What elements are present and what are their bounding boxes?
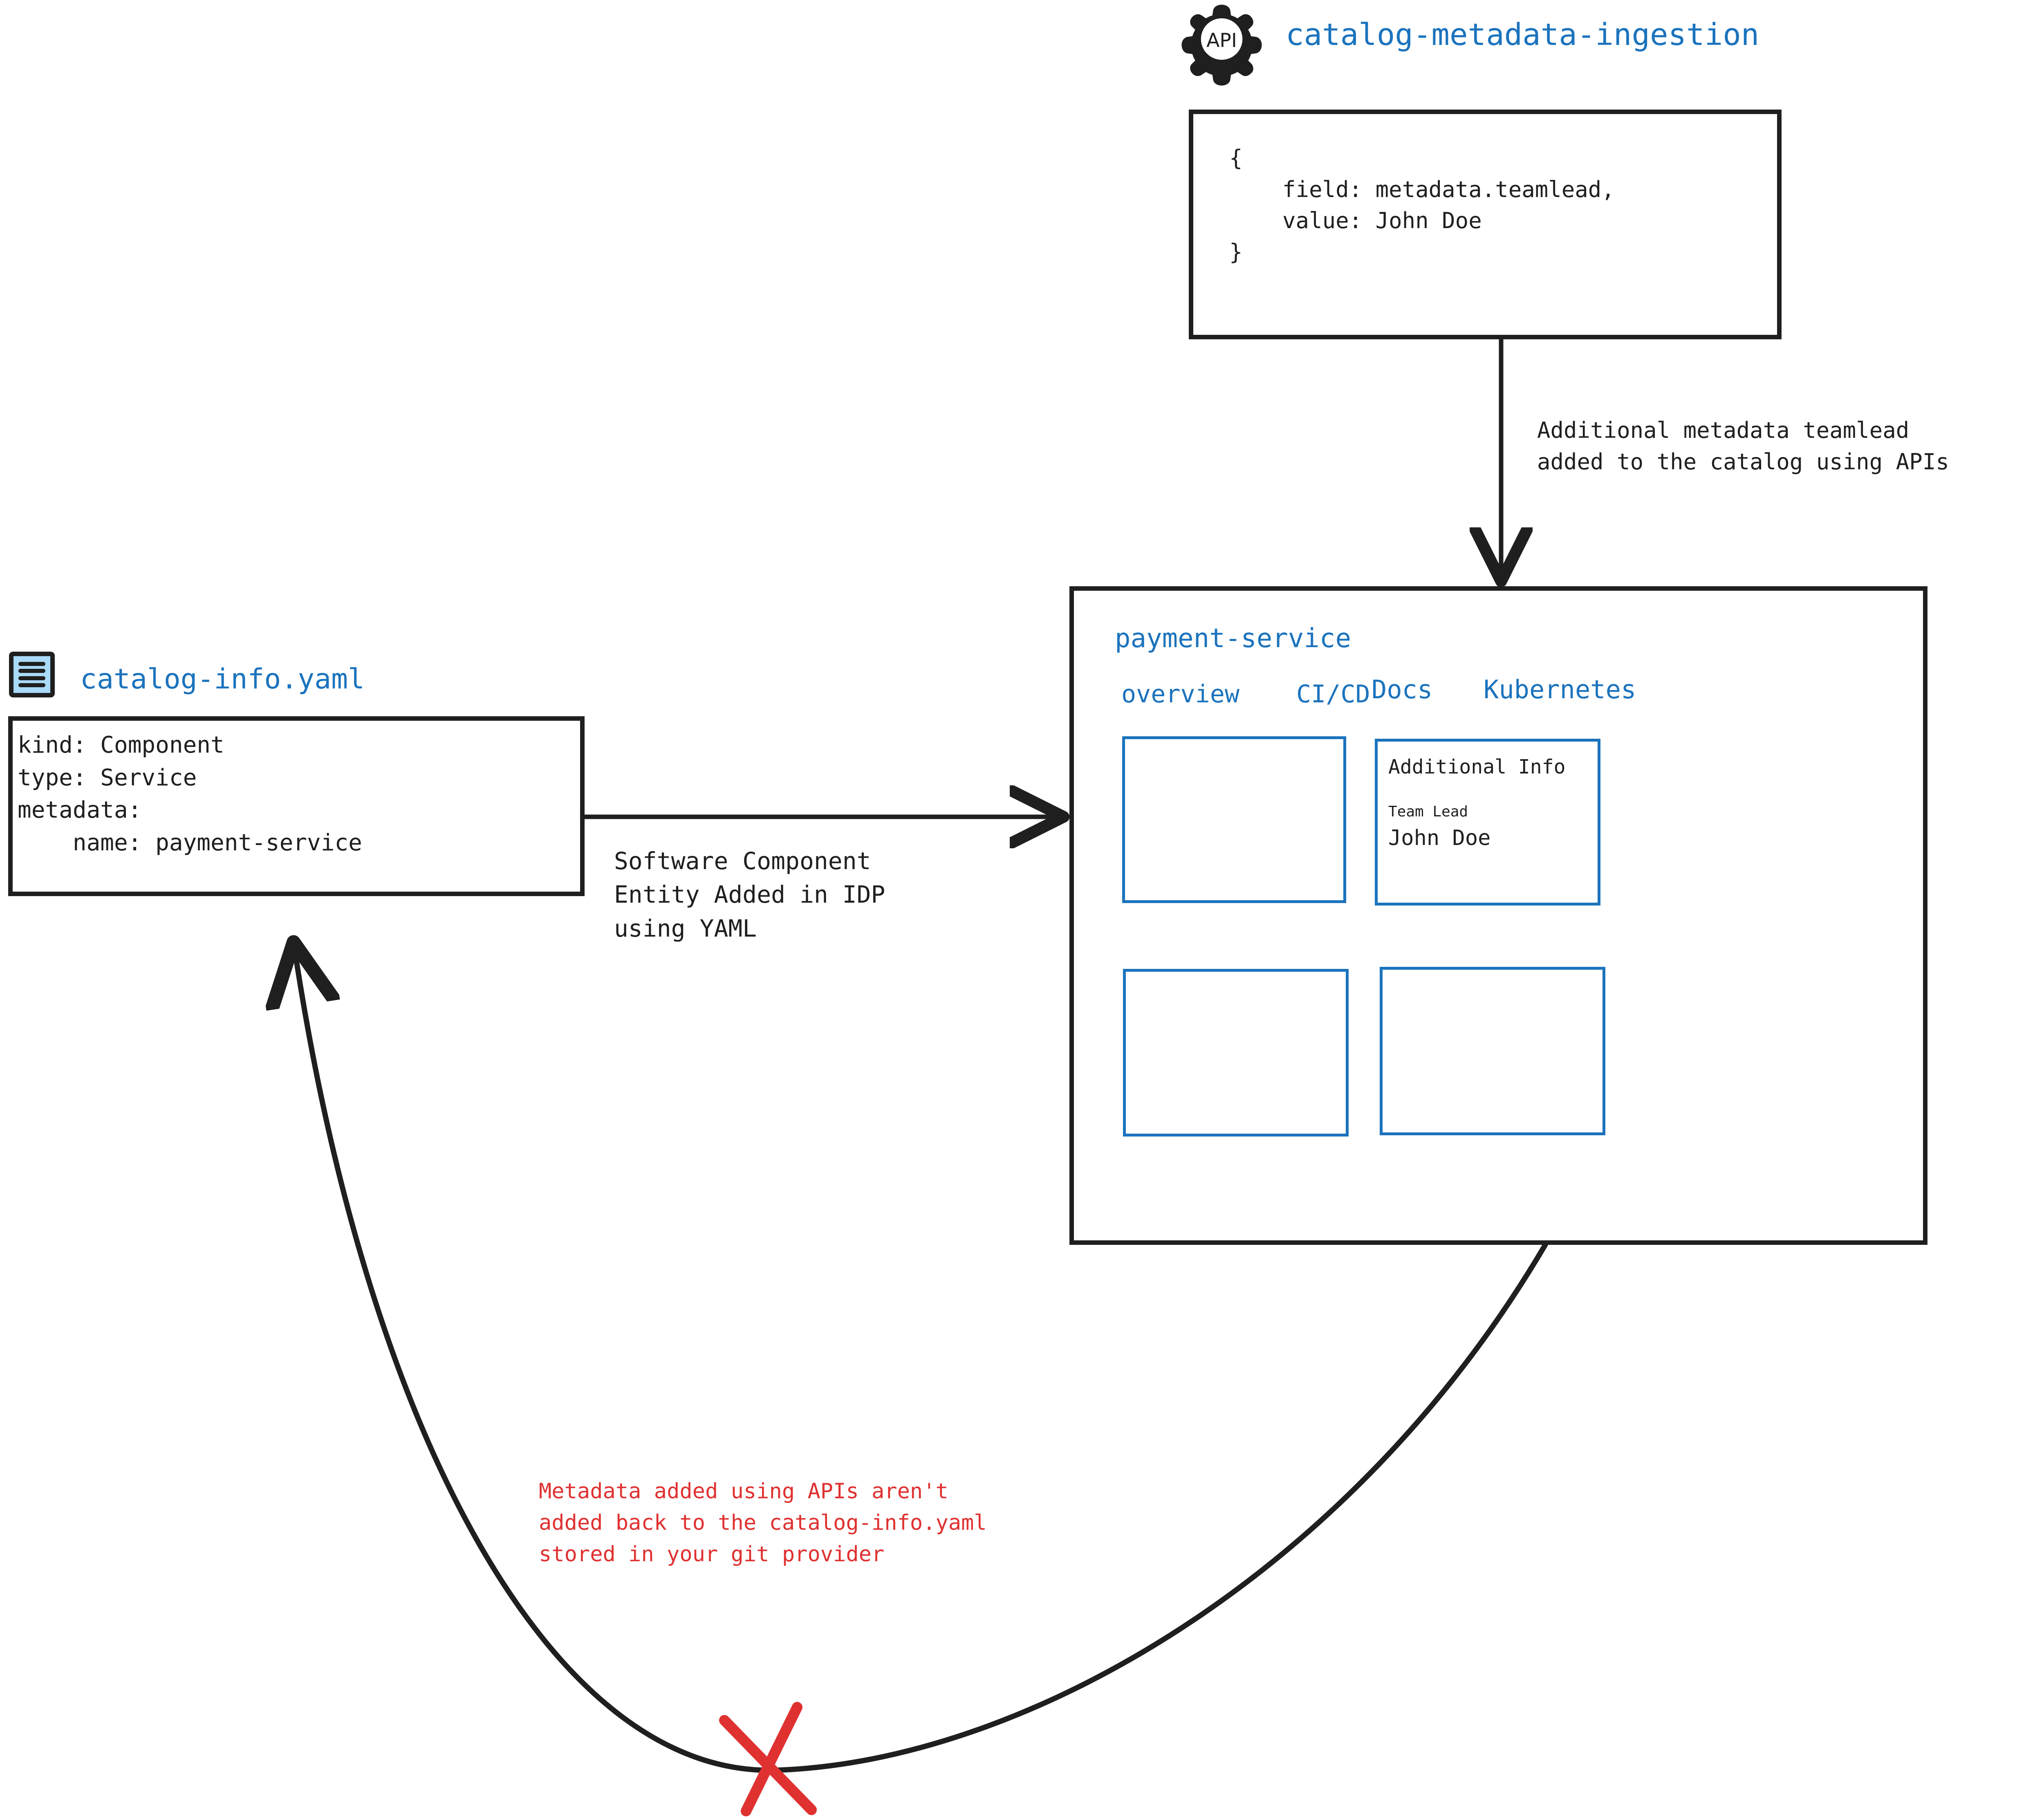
api-gear-icon: API [1181, 3, 1262, 86]
tab-kubernetes[interactable]: Kubernetes [1484, 675, 1636, 704]
card-additional-info[interactable]: Additional Info Team Lead John Doe [1375, 739, 1600, 906]
yaml-icon-line-1 [18, 662, 45, 666]
card-bottom-right[interactable] [1380, 967, 1605, 1135]
api-json-box: { field: metadata.teamlead, value: John … [1189, 110, 1782, 339]
tab-ci-cd[interactable]: CI/CD [1296, 680, 1370, 708]
api-json-code: { field: metadata.teamlead, value: John … [1229, 145, 1615, 265]
panel-tab-bar: overview CI/CD Docs Kubernetes [1074, 591, 1923, 1240]
warning-label-blocked-sync: Metadata added using APIs aren't added b… [539, 1479, 987, 1567]
card-top-left[interactable] [1122, 736, 1346, 903]
api-icon-label: API [1206, 29, 1237, 52]
api-node-title: catalog-metadata-ingestion [1286, 17, 1759, 52]
payment-service-panel: payment-service overview CI/CD Docs Kube… [1069, 586, 1927, 1245]
blocked-x-icon [719, 1702, 817, 1816]
yaml-code: kind: Component type: Service metadata: … [18, 732, 362, 856]
tab-overview[interactable]: overview [1121, 680, 1239, 708]
panel-title: payment-service [1115, 623, 1351, 654]
arrow-label-yaml-to-panel: Software Component Entity Added in IDP u… [614, 847, 885, 942]
card-field-value: John Doe [1388, 826, 1491, 850]
yaml-code-box: kind: Component type: Service metadata: … [8, 716, 585, 896]
yaml-icon-line-4 [18, 683, 45, 687]
yaml-icon-line-2 [18, 669, 45, 673]
arrow-label-api-to-panel: Additional metadata teamlead added to th… [1537, 417, 1949, 475]
yaml-node-title: catalog-info.yaml [80, 663, 365, 695]
yaml-file-icon [9, 652, 55, 697]
card-heading: Additional Info [1388, 755, 1566, 778]
yaml-icon-line-3 [18, 676, 45, 680]
tab-docs[interactable]: Docs [1372, 675, 1433, 704]
card-bottom-left[interactable] [1123, 969, 1349, 1137]
card-field-label: Team Lead [1388, 803, 1468, 820]
